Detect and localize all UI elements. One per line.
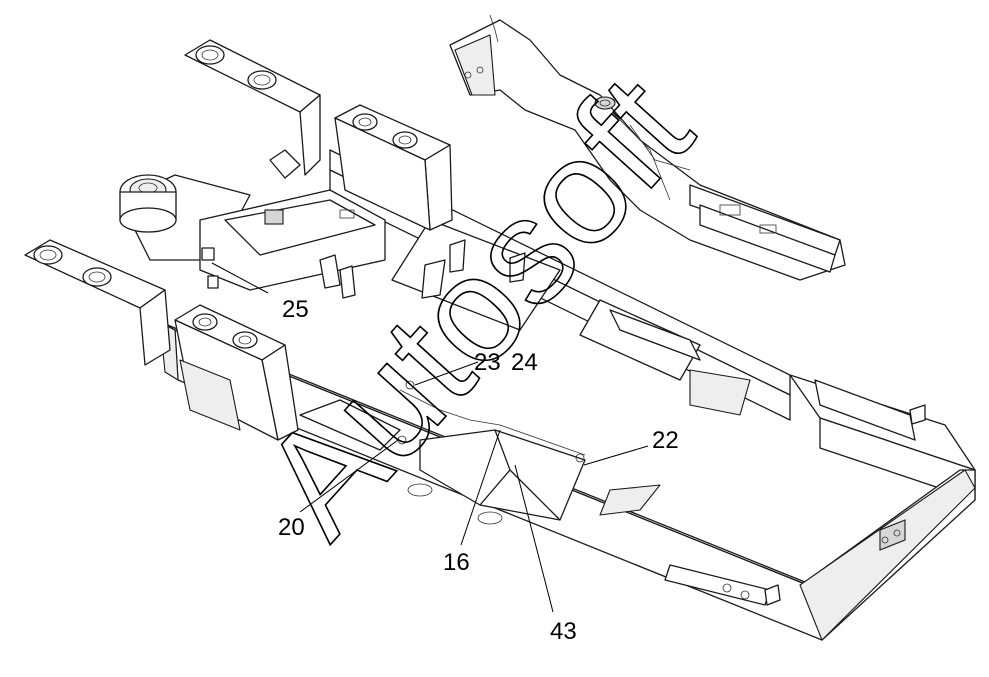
front-subframe [24,39,453,441]
bottom-panels [299,380,586,521]
boom-arm [449,14,846,281]
callouts: 25 23 24 22 20 16 43 [211,262,679,645]
callout-22: 22 [652,427,679,454]
callout-16: 16 [443,549,470,576]
callout-43: 43 [550,618,577,645]
callout-20: 20 [278,514,305,541]
callout-23: 23 [474,349,501,376]
callout-25: 25 [282,296,309,323]
callout-24: 24 [511,349,538,376]
